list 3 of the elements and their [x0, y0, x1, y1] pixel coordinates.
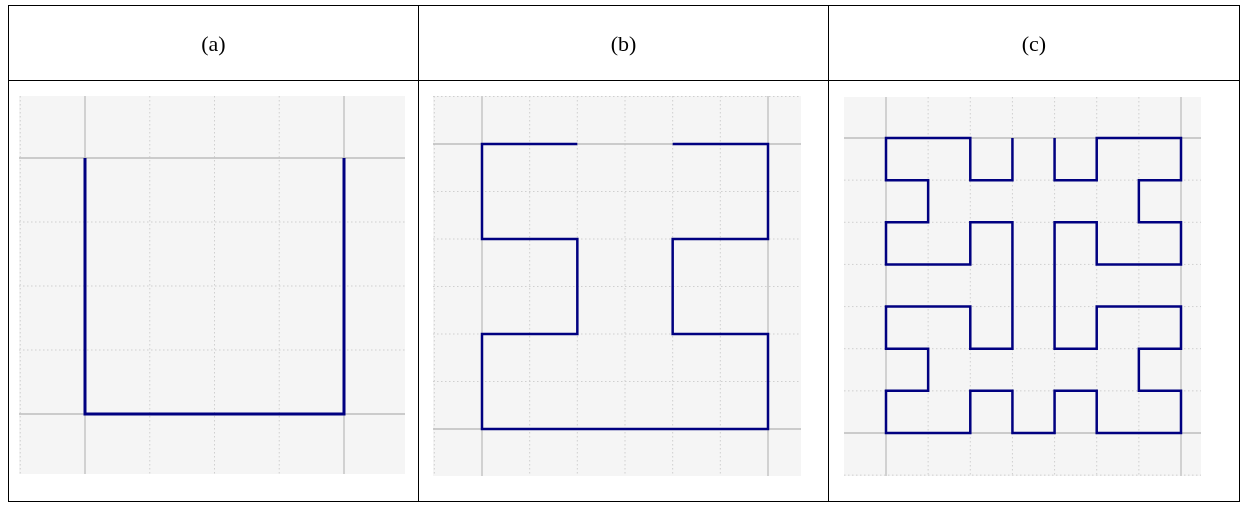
column-heading: (c) [1021, 29, 1047, 58]
column-heading: (a) [201, 29, 226, 58]
column-heading: (b) [610, 29, 637, 58]
